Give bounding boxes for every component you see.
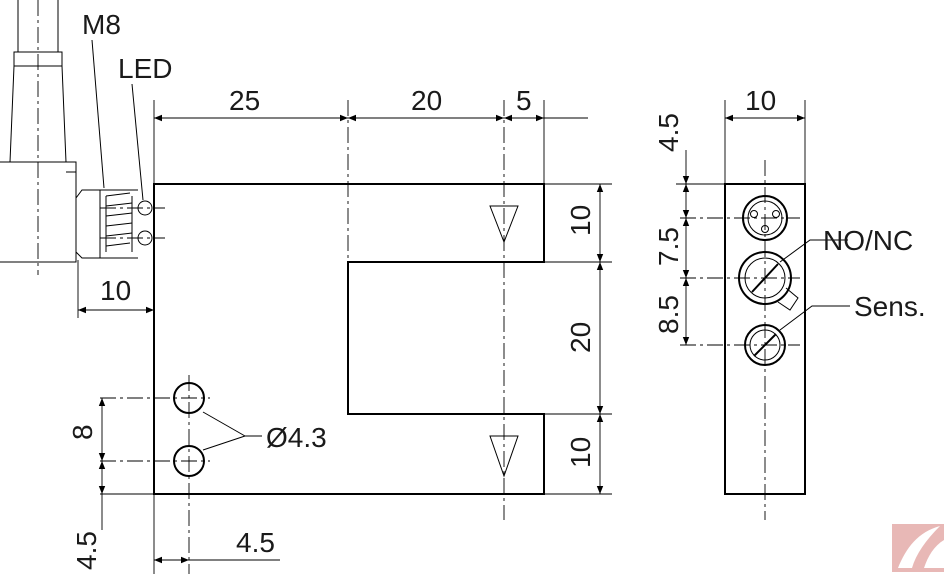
dim-left-8: 8 [67, 424, 98, 440]
label-sens: Sens. [854, 291, 926, 322]
dim-side-width-10: 10 [745, 85, 776, 116]
emitter-triangle-icon [489, 205, 519, 244]
label-m8: M8 [82, 9, 121, 40]
dim-top-5: 5 [516, 85, 532, 116]
dim-top-25: 25 [229, 85, 260, 116]
dim-side-7-5: 7.5 [653, 227, 684, 266]
m8-connector [75, 189, 138, 259]
label-hole-diameter: Ø4.3 [266, 422, 327, 453]
dim-right-10-bottom: 10 [565, 437, 596, 468]
dim-right-20: 20 [565, 322, 596, 353]
side-view-body [724, 183, 806, 495]
brand-logo-icon [892, 524, 944, 572]
no-nc-switch [738, 251, 799, 311]
dim-side-4-5: 4.5 [653, 113, 684, 152]
label-led: LED [118, 53, 172, 84]
fork-sensor-body [153, 183, 545, 495]
label-no-nc: NO/NC [823, 225, 913, 256]
dim-side-8-5: 8.5 [653, 295, 684, 334]
dim-top-20: 20 [411, 85, 442, 116]
dim-bottom-4-5: 4.5 [236, 527, 275, 558]
dim-right-10-top: 10 [565, 205, 596, 236]
dim-connector-10: 10 [100, 275, 131, 306]
dim-left-4-5: 4.5 [71, 531, 102, 570]
